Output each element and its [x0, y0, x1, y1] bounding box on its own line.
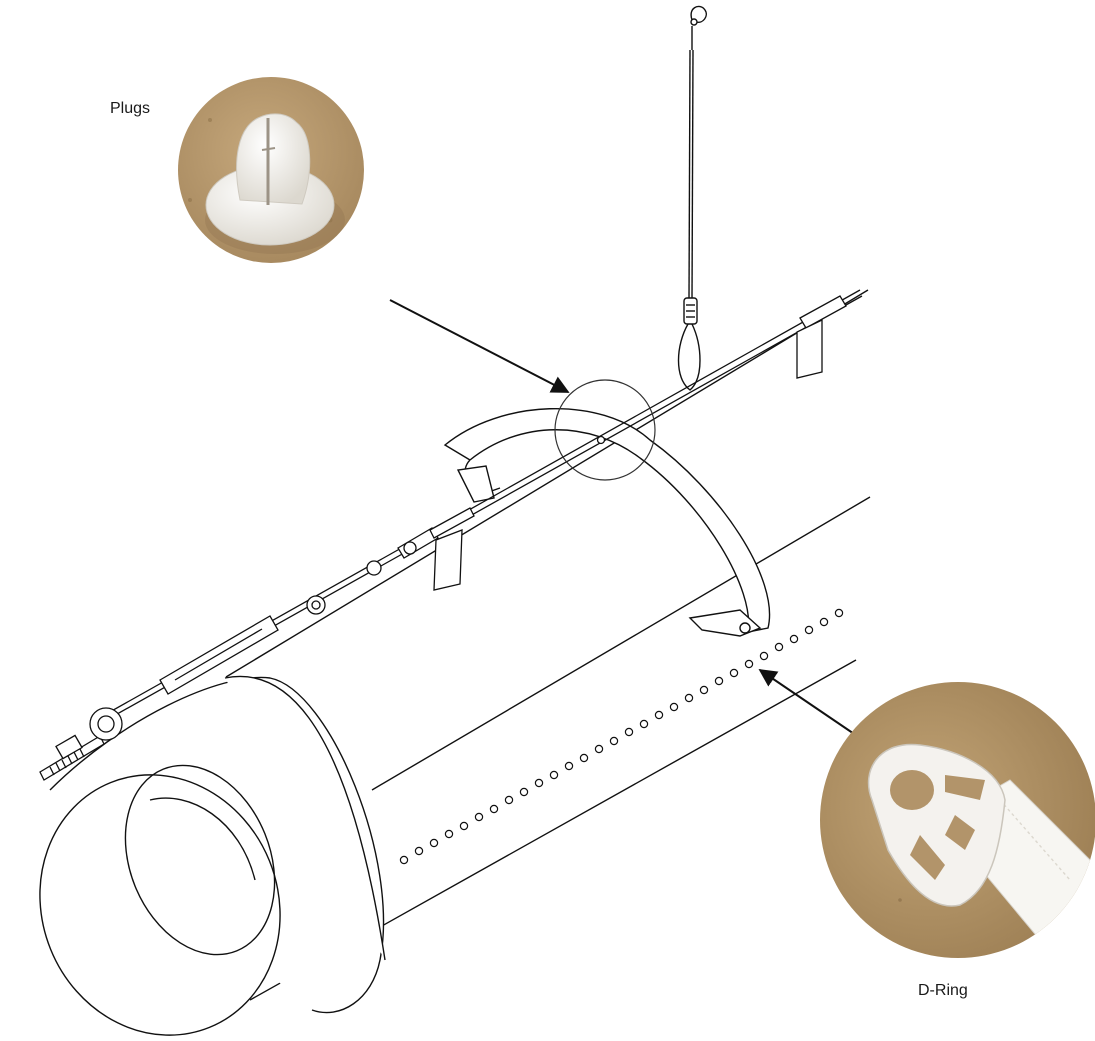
- d-ring-label: D-Ring: [918, 982, 968, 999]
- rod-assembly: [39, 289, 863, 781]
- plugs-label: Plugs: [110, 100, 151, 117]
- plug-location-marker: [554, 379, 656, 481]
- d-ring-arrow: [758, 668, 867, 743]
- eye-bolt-icon: [55, 707, 123, 760]
- plugs-arrow: [389, 299, 570, 393]
- fabric-duct: [39, 289, 871, 1036]
- support-hoop: [443, 408, 771, 637]
- plug-photo-icon: [178, 77, 364, 263]
- suspension-hook-icon: [677, 5, 707, 391]
- turnbuckle-icon: [159, 595, 326, 695]
- d-ring-photo-icon: [820, 682, 1095, 958]
- perforation-row: [399, 608, 844, 865]
